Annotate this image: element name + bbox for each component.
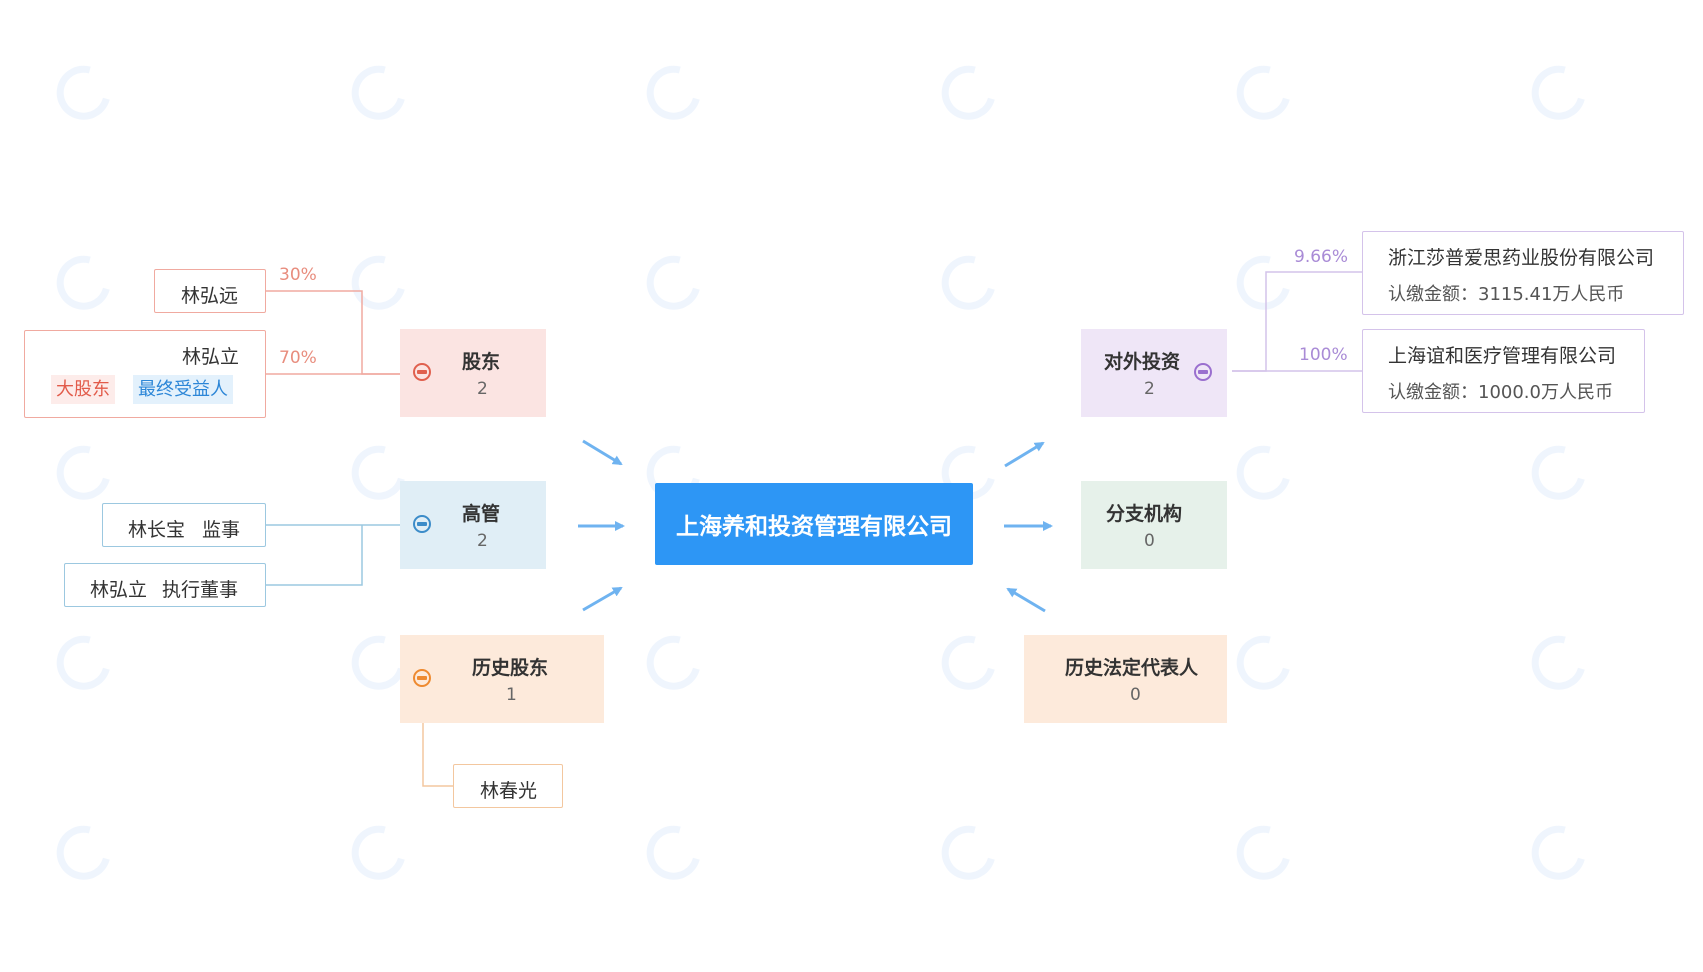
executive-node[interactable]: 林长宝 监事 xyxy=(102,503,266,547)
category-count: 1 xyxy=(506,685,517,705)
history-shareholder-name: 林春光 xyxy=(480,780,538,802)
collapse-executives-icon[interactable] xyxy=(413,515,431,533)
shareholders-category[interactable]: 股东 2 xyxy=(400,329,546,417)
executive-role: 监事 xyxy=(202,519,241,541)
collapse-shareholders-icon[interactable] xyxy=(413,363,431,381)
connector-history-shareholder xyxy=(422,720,453,787)
category-count: 0 xyxy=(1130,685,1141,705)
shareholder-percent: 30% xyxy=(279,265,317,285)
history-shareholder-node[interactable]: 林春光 xyxy=(453,764,563,808)
investment-percent: 100% xyxy=(1299,345,1348,365)
category-label: 历史法定代表人 xyxy=(1065,657,1199,679)
collapse-investments-icon[interactable] xyxy=(1194,363,1212,381)
arrow-investments xyxy=(1004,441,1045,468)
category-count: 0 xyxy=(1144,531,1155,551)
history-shareholders-category[interactable]: 历史股东 1 xyxy=(400,635,604,723)
ultimate-beneficiary-badge: 最终受益人 xyxy=(133,375,233,404)
investment-percent: 9.66% xyxy=(1294,247,1349,267)
executive-role: 执行董事 xyxy=(162,579,239,601)
investment-company-name: 浙江莎普爱思药业股份有限公司 xyxy=(1388,247,1655,269)
investment-company-name: 上海谊和医疗管理有限公司 xyxy=(1388,345,1617,367)
investment-node[interactable]: 上海谊和医疗管理有限公司 认缴金额：1000.0万人民币 xyxy=(1362,329,1645,413)
executive-name: 林长宝 xyxy=(128,519,186,541)
investment-amount: 认缴金额：3115.41万人民币 xyxy=(1388,284,1625,305)
branches-category[interactable]: 分支机构 0 xyxy=(1081,481,1227,569)
category-label: 分支机构 xyxy=(1106,503,1183,525)
executives-category[interactable]: 高管 2 xyxy=(400,481,546,569)
major-shareholder-badge: 大股东 xyxy=(51,375,115,404)
shareholder-name: 林弘立 xyxy=(181,346,239,368)
category-label: 高管 xyxy=(462,503,501,525)
category-count: 2 xyxy=(477,531,488,551)
category-label: 历史股东 xyxy=(472,657,549,679)
executive-node[interactable]: 林弘立 执行董事 xyxy=(64,563,266,607)
category-count: 2 xyxy=(1144,379,1155,399)
shareholder-node[interactable]: 林弘远 xyxy=(154,269,266,313)
collapse-history-shareholders-icon[interactable] xyxy=(413,669,431,687)
investment-amount: 认缴金额：1000.0万人民币 xyxy=(1388,382,1613,403)
shareholder-node[interactable]: 林弘立 大股东 最终受益人 xyxy=(24,330,266,418)
connector-executive-2 xyxy=(266,525,363,586)
arrow-history-legal-rep xyxy=(1006,587,1046,613)
arrow-history-shareholders xyxy=(582,586,623,612)
history-legal-rep-category[interactable]: 历史法定代表人 0 xyxy=(1024,635,1227,723)
arrow-shareholders xyxy=(582,439,623,466)
category-label: 股东 xyxy=(462,351,501,373)
shareholder-percent: 70% xyxy=(279,348,317,368)
executive-name: 林弘立 xyxy=(90,579,148,601)
company-center-node[interactable]: 上海养和投资管理有限公司 xyxy=(655,483,973,565)
shareholder-name: 林弘远 xyxy=(181,285,239,307)
category-label: 对外投资 xyxy=(1104,351,1181,373)
investment-node[interactable]: 浙江莎普爱思药业股份有限公司 认缴金额：3115.41万人民币 xyxy=(1362,231,1684,315)
category-count: 2 xyxy=(477,379,488,399)
company-name: 上海养和投资管理有限公司 xyxy=(676,514,952,540)
investments-category[interactable]: 对外投资 2 xyxy=(1081,329,1227,417)
